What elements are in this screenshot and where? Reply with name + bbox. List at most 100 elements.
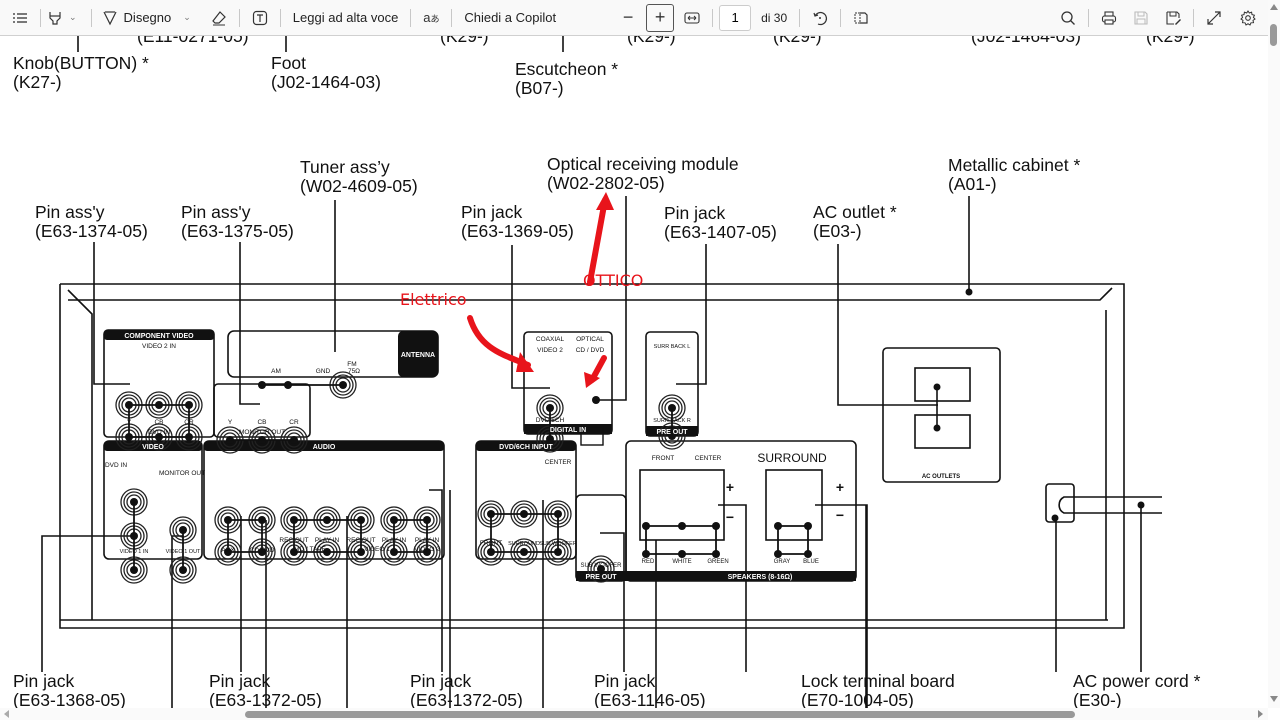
pre-out-label: PRE OUT [656,429,688,436]
search-button[interactable] [1054,4,1082,32]
cr-label: CR [289,419,299,426]
zoom-out-button[interactable]: − [614,4,642,32]
scroll-left-arrow[interactable] [4,710,9,718]
rec-out-label: REC OUT [346,537,375,544]
play-in-label: PLAY IN [415,537,440,544]
read-aloud-button[interactable]: Leggi ad alta voce [287,4,405,32]
am-label: AM [271,368,281,375]
terminal-dot [258,381,266,389]
horizontal-scroll-thumb[interactable] [245,711,1075,718]
divider [410,8,412,27]
list-icon [13,12,27,23]
contents-button[interactable] [6,4,34,32]
copilot-button[interactable]: Chiedi a Copilot [458,4,562,32]
part-label-pin-jack-1146: Pin jack(E63-1146-05) [594,671,706,709]
settings-button[interactable] [1234,4,1262,32]
page-view-icon [854,11,868,24]
dvd6ch-input-label: DVD/6CH INPUT [499,444,553,451]
divider [712,8,714,27]
divider [1193,8,1194,27]
page-number-input[interactable] [719,4,752,31]
fit-width-button[interactable] [678,4,706,32]
highlight-button[interactable]: ⌄ [47,4,77,32]
color-white-label: WHITE [672,559,691,565]
cd-dvd-2-label: CD/DVD [250,547,275,554]
divider [279,8,281,27]
color-blue-label: BLUE [803,559,819,565]
print-button[interactable] [1095,4,1123,32]
svg-text:−: − [836,507,844,523]
part-label-pin-jack-1407: Pin jack(E63-1407-05) [664,203,777,242]
front-speaker-label: FRONT [652,455,674,462]
save-as-icon [1166,10,1181,25]
save-icon [1134,10,1148,25]
copilot-label: Chiedi a Copilot [464,10,557,25]
surr-back-l-label: SURR BACK L [654,344,691,350]
read-aloud-label: Leggi ad alta voce [292,10,399,25]
part-label-ac-outlet: AC outlet *(E03-) [813,202,897,241]
rotate-button[interactable] [806,4,834,32]
translate-button[interactable]: aあ [417,4,445,32]
part-label-optical-module: Optical receiving module(W02-2802-05) [547,154,739,193]
part-label-tuner: Tuner ass’y(W02-4609-05) [300,157,418,196]
video-2-label: VIDEO 2 [414,546,440,553]
video-1-label: VIDEO 1 [364,546,390,553]
terminal-dot [284,381,292,389]
sub-woofer-input-label: SUB WOOFER [539,541,577,547]
color-green-label: GREEN [707,559,728,565]
scroll-down-arrow[interactable] [1270,696,1278,702]
save-as-button[interactable] [1159,4,1187,32]
rec-out-label: REC OUT [279,537,308,544]
color-red-label: RED [642,559,655,565]
chevron-down-icon: ⌄ [69,12,77,22]
fm-ohm-label: 75Ω [348,368,360,375]
surr-back-r-label: SURR BACK R [653,418,691,424]
rotate-icon [813,11,828,25]
md-tape-label: MD / TAPE [294,546,327,553]
y-label: Y [127,419,132,426]
dvd-6ch-label: DVD/6CH [536,417,565,424]
video2-in-label: VIDEO 2 IN [142,343,176,350]
dvd-in-label: DVD IN [148,429,170,436]
gnd-label: GND [316,368,331,375]
part-label-cabinet: Metallic cabinet *(A01-) [948,155,1081,194]
video2-label: VIDEO 2 [537,347,563,354]
fm-label: FM [347,361,356,368]
digital-in-label: DIGITAL IN [550,427,586,434]
audio-section-label: AUDIO [313,444,336,451]
scroll-right-arrow[interactable] [1258,710,1263,718]
save-button[interactable] [1127,4,1155,32]
cut-label: (K29-) [627,36,676,46]
draw-button[interactable]: Disegno ⌄ [98,4,195,32]
rca-jack-ring [587,555,615,583]
fullscreen-button[interactable] [1200,4,1228,32]
monitor-out-2-label: MONITOR OUT [159,470,205,477]
divider [90,8,92,27]
svg-text:−: − [726,509,734,525]
svg-text:+: + [836,479,844,495]
svg-text:+: + [726,479,734,495]
part-label-foot: Foot(J02-1464-03) [271,53,381,92]
page-view-button[interactable] [847,4,875,32]
translate-icon: aあ [423,10,440,25]
receiver-rear-panel-diagram: COMPONENT VIDEO ANTENNA DIGITAL IN PRE O… [41,36,1162,708]
divider [451,8,453,27]
zoom-in-button[interactable]: + [646,3,675,32]
annotation-optical: OTTICO [583,271,644,290]
eraser-button[interactable] [205,4,233,32]
rca-jack [597,565,605,573]
optical-port [580,426,604,446]
vertical-scroll-thumb[interactable] [1270,24,1277,46]
vertical-scrollbar[interactable] [1268,0,1280,708]
component-video-label: COMPONENT VIDEO [124,333,194,340]
rca-jack-ring [590,558,612,580]
part-label-pin-jack-1372-b: Pin jack(E63-1372-05) [410,671,523,709]
surround-input-label: SURROUND [508,541,540,547]
part-label-lock-terminal: Lock terminal board(E70-1004-05) [801,671,955,709]
divider [1088,8,1089,27]
scroll-up-arrow[interactable] [1270,4,1278,10]
horizontal-scrollbar[interactable] [0,708,1268,720]
text-box-button[interactable] [246,4,274,32]
optical-label: OPTICAL [576,336,604,343]
coaxial-label: COAXIAL [536,336,565,343]
